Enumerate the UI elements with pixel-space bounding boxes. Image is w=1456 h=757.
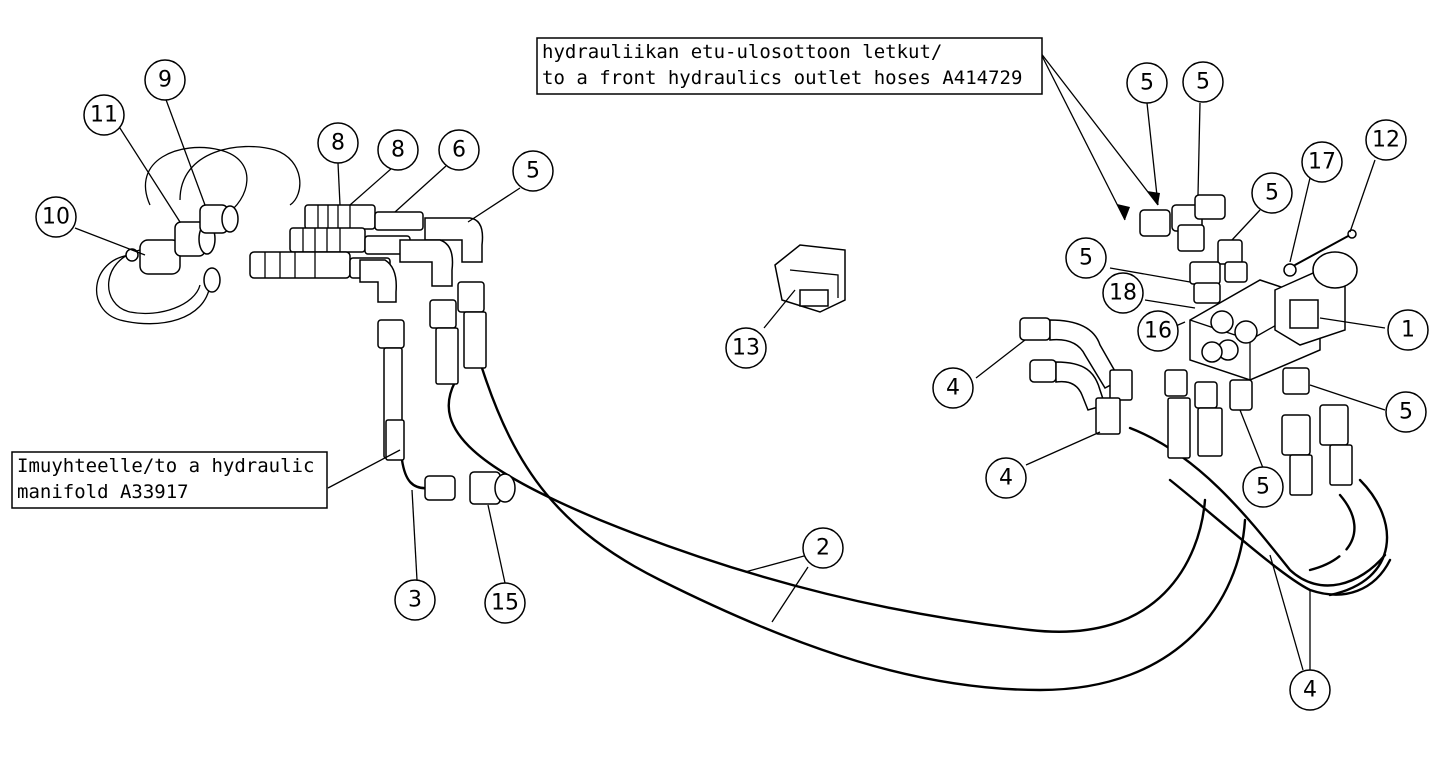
balloon-11: 11	[83, 94, 125, 136]
balloon-8-a: 8	[317, 122, 359, 164]
svg-text:5: 5	[1265, 181, 1279, 206]
svg-text:10: 10	[42, 205, 70, 230]
note-manifold-line1: Imuyhteelle/to a hydraulic	[17, 455, 314, 477]
part-17-nut	[1283, 263, 1297, 277]
hose-2-lower	[480, 366, 1247, 692]
svg-text:15: 15	[491, 591, 519, 616]
note-front-outlet: hydrauliikan etu-ulosottoon letkut/ to a…	[536, 37, 1043, 95]
balloon-13: 13	[725, 327, 767, 369]
valve-block	[1019, 194, 1358, 496]
balloon-8-b: 8	[377, 129, 419, 171]
svg-text:8: 8	[391, 138, 405, 163]
part-12-lever	[1294, 234, 1351, 266]
balloon-10: 10	[35, 196, 77, 238]
balloon-12: 12	[1365, 119, 1407, 161]
svg-text:17: 17	[1308, 150, 1336, 175]
svg-text:18: 18	[1109, 281, 1137, 306]
balloon-16: 16	[1137, 310, 1179, 352]
note-manifold-line2: manifold A33917	[17, 481, 189, 503]
leader-lines	[74, 51, 1386, 671]
svg-text:4: 4	[1303, 678, 1317, 703]
balloon-5-top-a: 5	[1126, 62, 1168, 104]
svg-text:5: 5	[1256, 475, 1270, 500]
svg-text:13: 13	[732, 336, 760, 361]
balloon-5-mid: 5	[1065, 237, 1107, 279]
svg-text:11: 11	[90, 103, 118, 128]
svg-text:4: 4	[946, 376, 960, 401]
note-front-outlet-line2: to a front hydraulics outlet hoses A4147…	[542, 67, 1022, 89]
balloon-3: 3	[394, 579, 436, 621]
part-13-switch	[774, 244, 846, 313]
hose-4-b	[1168, 478, 1392, 596]
balloon-5-top-b: 5	[1182, 61, 1224, 103]
svg-text:2: 2	[816, 536, 830, 561]
note-manifold: Imuyhteelle/to a hydraulic manifold A339…	[11, 451, 328, 509]
balloon-6: 6	[438, 129, 480, 171]
svg-text:1: 1	[1401, 318, 1415, 343]
balloon-4-a: 4	[932, 367, 974, 409]
part-5-elbow-c	[359, 259, 398, 303]
note-front-outlet-line1: hydrauliikan etu-ulosottoon letkut/	[542, 41, 942, 63]
balloon-5-right: 5	[1385, 391, 1427, 433]
svg-text:12: 12	[1372, 128, 1400, 153]
hose-2-upper	[447, 380, 1207, 633]
balloon-5-left: 5	[512, 150, 554, 192]
balloon-17: 17	[1301, 141, 1343, 183]
svg-text:3: 3	[408, 588, 422, 613]
hose-ends-left	[377, 281, 516, 505]
part-6-adapter	[374, 211, 424, 231]
part-10-dust-cap	[139, 239, 181, 275]
balloon-15: 15	[484, 582, 526, 624]
svg-text:5: 5	[526, 159, 540, 184]
svg-text:9: 9	[158, 68, 172, 93]
balloon-1: 1	[1387, 309, 1429, 351]
part-5-elbow-b	[399, 239, 454, 287]
balloon-2: 2	[802, 527, 844, 569]
balloon-5-top-c: 5	[1251, 172, 1293, 214]
balloon-4-c: 4	[1289, 669, 1331, 711]
svg-text:16: 16	[1144, 319, 1172, 344]
hose-4-d	[1328, 478, 1389, 597]
balloon-18: 18	[1102, 272, 1144, 314]
balloon-9: 9	[144, 59, 186, 101]
hose-4-c	[1308, 493, 1356, 572]
balloon-5-lower: 5	[1242, 466, 1284, 508]
item-balloons: 9 11 10 8 8 6 5 13 3 15 2 5 5 5 17 12 5 …	[35, 59, 1429, 711]
svg-text:6: 6	[452, 138, 466, 163]
quick-couplings	[249, 204, 484, 303]
svg-text:8: 8	[331, 131, 345, 156]
svg-text:5: 5	[1079, 246, 1093, 271]
svg-text:4: 4	[999, 466, 1013, 491]
coupler-cluster-left	[96, 145, 301, 325]
svg-text:5: 5	[1399, 400, 1413, 425]
part-8-coupling-a	[304, 204, 376, 230]
svg-text:5: 5	[1140, 71, 1154, 96]
svg-text:5: 5	[1196, 70, 1210, 95]
balloon-4-b: 4	[985, 457, 1027, 499]
